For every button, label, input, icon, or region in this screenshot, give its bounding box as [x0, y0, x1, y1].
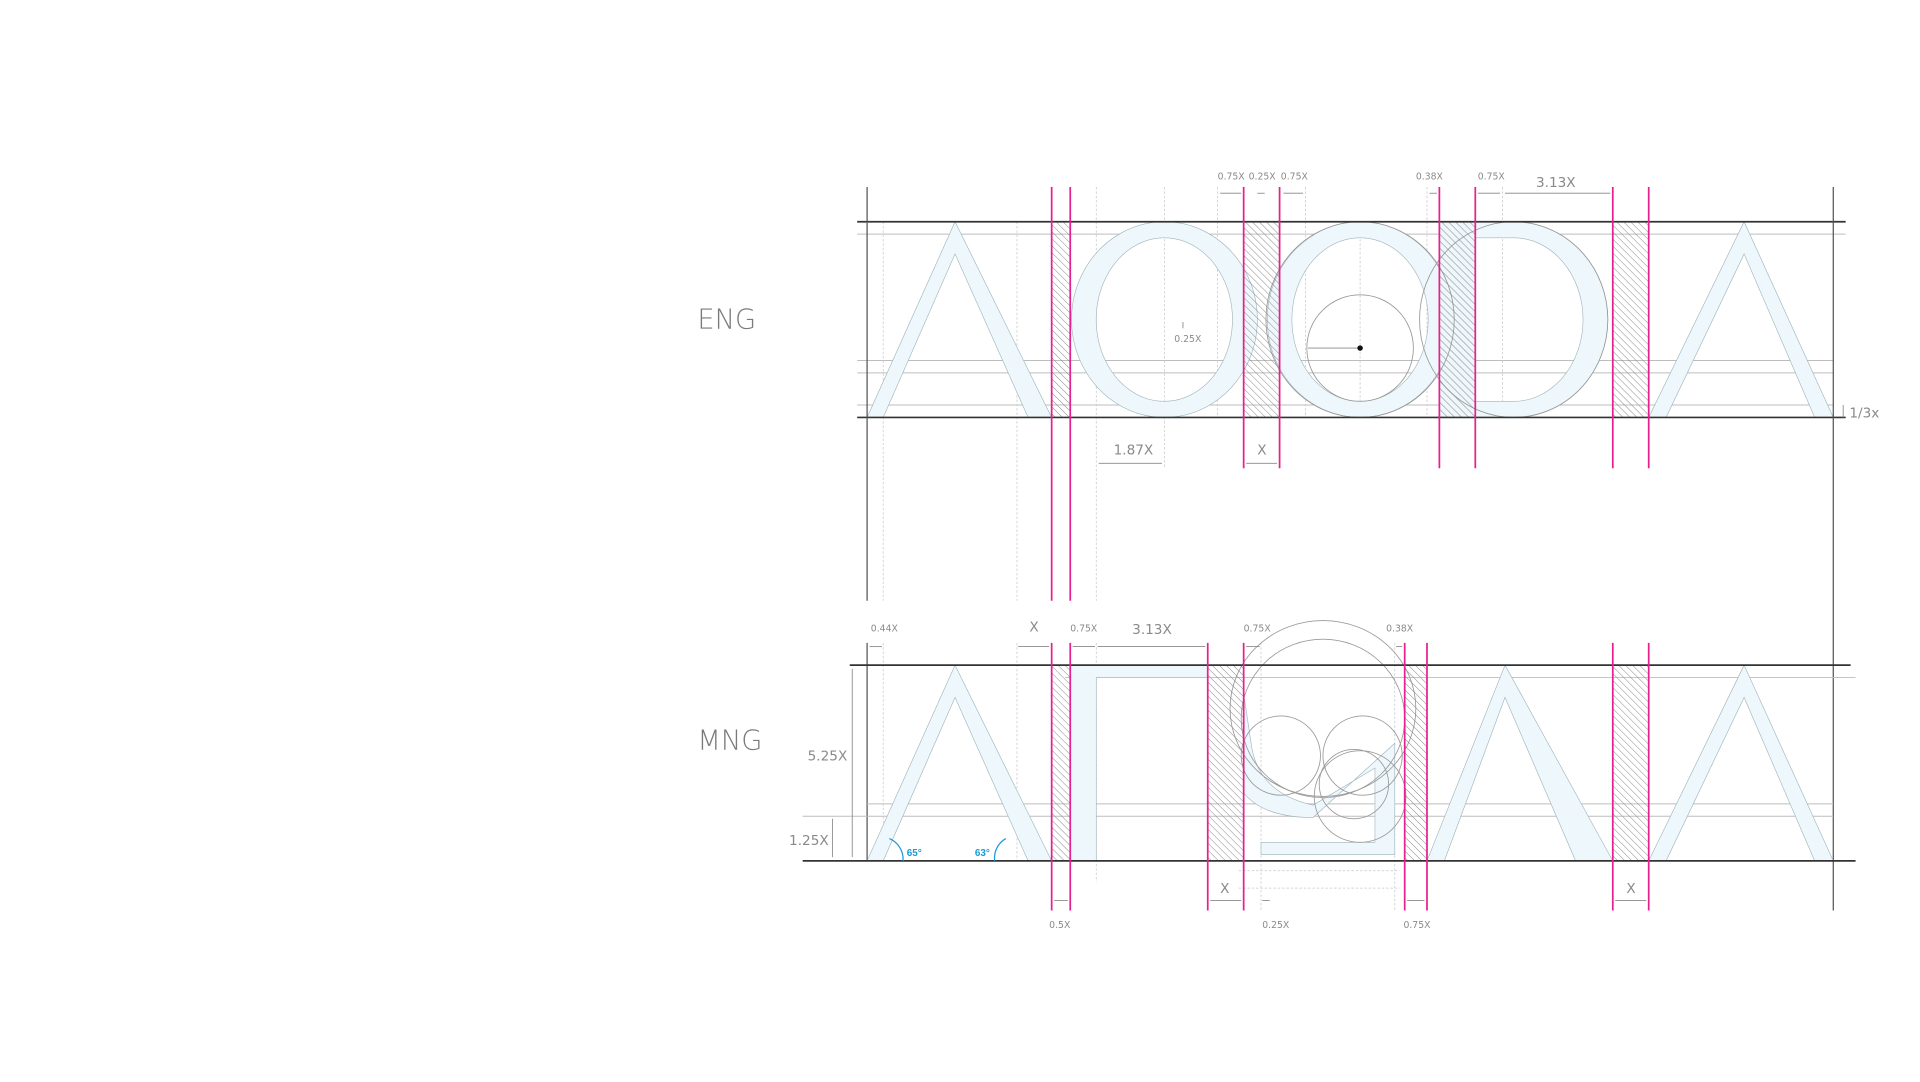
eng-construction: 0.75X 0.25X 0.75X 0.38X 0.75X 3.13X 0.25…	[857, 172, 1879, 601]
mng-dim-label: X	[1220, 881, 1229, 897]
eng-dim-label: 1.87X	[1114, 443, 1154, 459]
mng-letter-a-right	[1648, 664, 1834, 862]
eng-dim-label: 1/3x	[1849, 405, 1879, 421]
mng-label: MNG	[697, 725, 762, 756]
eng-dim-label: 0.25X	[1174, 334, 1202, 345]
mng-dim-label: 0.25X	[1262, 920, 1290, 931]
eng-dim-label: 0.75X	[1478, 172, 1506, 183]
eng-dim-label: X	[1257, 443, 1266, 459]
mng-letter-ve	[1243, 693, 1396, 856]
mng-construction: 0.44X X 0.75X 3.13X 0.75X 0.38X 5.25X 1.…	[789, 620, 1856, 931]
mng-letter-gamma	[1069, 664, 1209, 862]
eng-dim-label: 3.13X	[1536, 175, 1576, 191]
mng-dim-label: 0.75X	[1070, 624, 1098, 635]
eng-dim-label: 0.75X	[1281, 172, 1309, 183]
mng-dim-label: 1.25X	[789, 833, 829, 849]
eng-dim-label: 0.38X	[1416, 172, 1444, 183]
mng-dim-label: X	[1029, 620, 1038, 636]
mng-dim-label: 0.44X	[871, 624, 899, 635]
mng-guides	[802, 642, 1856, 911]
mng-magenta-guides	[1050, 642, 1650, 911]
mng-dim-label: 0.75X	[1244, 624, 1272, 635]
mng-letter-a-left	[866, 664, 1053, 862]
mng-dim-label: 0.75X	[1403, 920, 1431, 931]
eng-dim-label: 0.25X	[1249, 172, 1277, 183]
eng-letter-a-right	[1648, 221, 1834, 418]
eng-label: ENG	[697, 304, 756, 335]
mng-dim-label: 5.25X	[808, 749, 848, 765]
mng-dim-label: 0.38X	[1386, 624, 1414, 635]
mng-dim-label: 3.13X	[1132, 622, 1172, 638]
eng-magenta-guides	[1050, 187, 1650, 601]
angle-label: 63°	[975, 848, 990, 859]
mng-dim-label: 0.5X	[1049, 920, 1071, 931]
center-point	[1357, 345, 1363, 351]
eng-letter-a-left	[866, 221, 1053, 418]
eng-guides	[857, 187, 1846, 601]
eng-dim-label: 0.75X	[1218, 172, 1246, 183]
mng-letter-l	[1426, 664, 1614, 862]
mng-dim-label: X	[1626, 881, 1635, 897]
angle-label: 65°	[907, 848, 922, 859]
